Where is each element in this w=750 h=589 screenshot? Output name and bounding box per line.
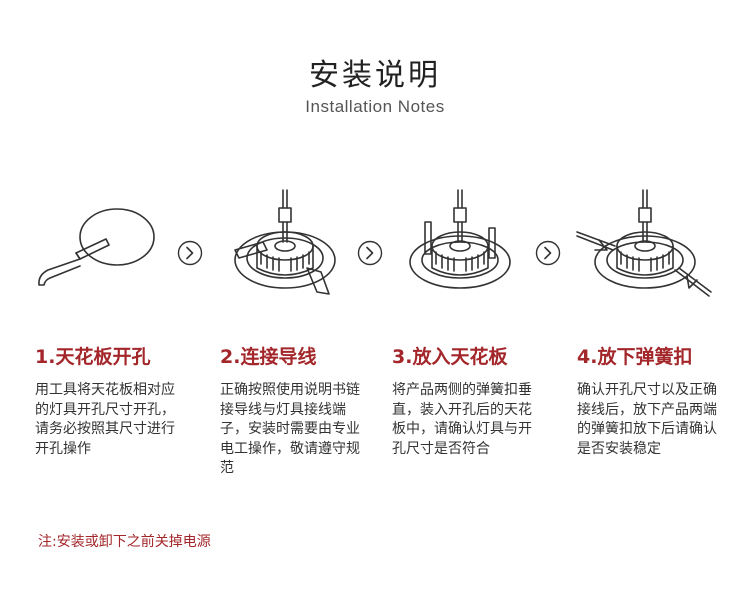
step-4-title: 4.放下弹簧扣 bbox=[577, 346, 693, 368]
safety-note: 注:安装或卸下之前关掉电源 bbox=[38, 534, 211, 550]
release-spring-icon bbox=[576, 189, 712, 297]
chevron-right-icon bbox=[357, 240, 383, 266]
page-subtitle: Installation Notes bbox=[305, 97, 445, 116]
step-3-description: 将产品两侧的弹簧扣垂直，装入开孔后的天花板中，请确认灯具与开孔尺寸是否符合 bbox=[392, 382, 532, 457]
step-2-title: 2.连接导线 bbox=[220, 346, 317, 368]
page-title: 安装说明 bbox=[309, 58, 441, 93]
step-2-description: 正确按照使用说明书链接导线与灯具接线端子，安装时需要由专业电工操作，敬请遵守规范 bbox=[220, 382, 360, 476]
insert-lamp-icon bbox=[409, 189, 511, 289]
step-1-title: 1.天花板开孔 bbox=[35, 346, 151, 368]
step-4-description: 确认开孔尺寸以及正确接线后，放下产品两端的弹簧扣放下后请确认是否安装稳定 bbox=[577, 382, 717, 457]
step-1-description: 用工具将天花板相对应的灯具开孔尺寸开孔，请务必按照其尺寸进行开孔操作 bbox=[35, 382, 175, 457]
chevron-right-icon bbox=[535, 240, 561, 266]
wire-connect-icon bbox=[234, 189, 336, 295]
ceiling-cut-icon bbox=[38, 208, 155, 286]
step-3-title: 3.放入天花板 bbox=[392, 346, 508, 368]
chevron-right-icon bbox=[177, 240, 203, 266]
